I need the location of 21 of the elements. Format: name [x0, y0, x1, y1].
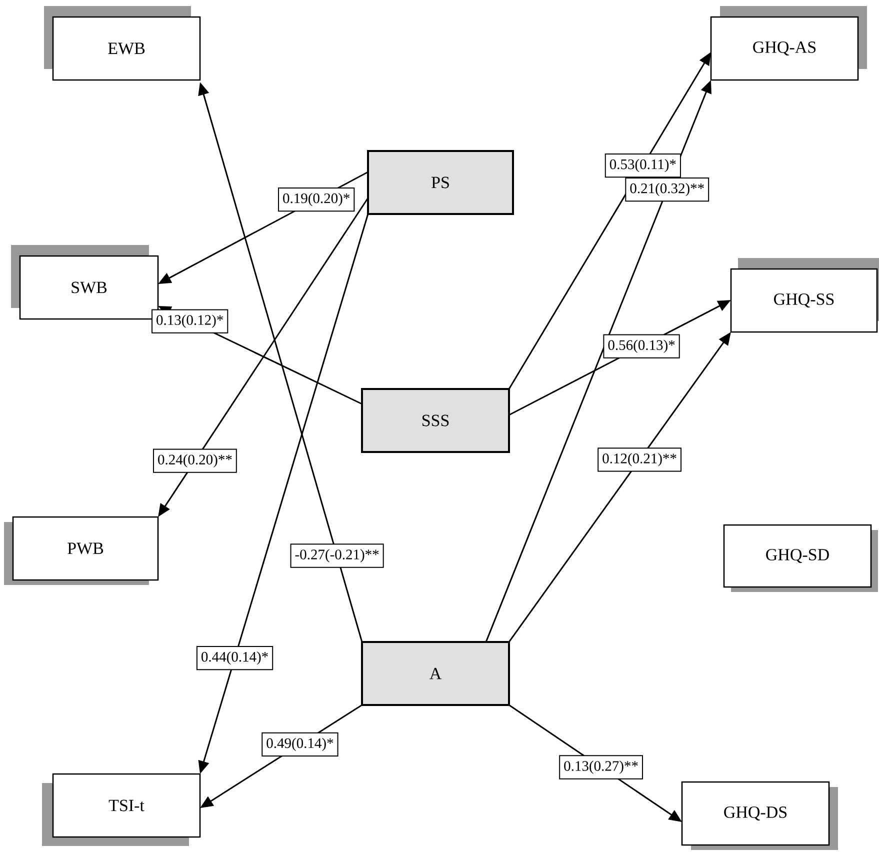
- edge-label: 0.21(0.32)**: [625, 178, 710, 202]
- edge-label: 0.12(0.21)**: [598, 448, 682, 472]
- box: PWB: [4, 516, 159, 585]
- edge-label: 0.19(0.20)*: [278, 187, 355, 212]
- box: GHQ-SS: [730, 258, 879, 333]
- shaded-box: SSS: [361, 388, 510, 453]
- edge-label: 0.49(0.14)*: [262, 732, 338, 757]
- box: GHQ-AS: [710, 6, 867, 81]
- edge-label: 0.56(0.13)*: [603, 334, 680, 358]
- edge-label: 0.44(0.14)*: [196, 646, 274, 670]
- edge-label: 0.24(0.20)**: [153, 448, 237, 473]
- shaded-box: PS: [367, 150, 514, 215]
- box: EWB: [44, 6, 201, 81]
- edge-label: -0.27(-0.21)**: [290, 544, 384, 568]
- box: GHQ-SD: [723, 524, 878, 592]
- edge-label: 0.53(0.11)*: [604, 154, 681, 178]
- box: TSI-t: [42, 773, 201, 846]
- shaded-box: A: [361, 641, 510, 706]
- edge-label: 0.13(0.27)**: [559, 755, 643, 780]
- box: GHQ-DS: [681, 781, 838, 850]
- edge-label: 0.13(0.12)*: [152, 309, 228, 334]
